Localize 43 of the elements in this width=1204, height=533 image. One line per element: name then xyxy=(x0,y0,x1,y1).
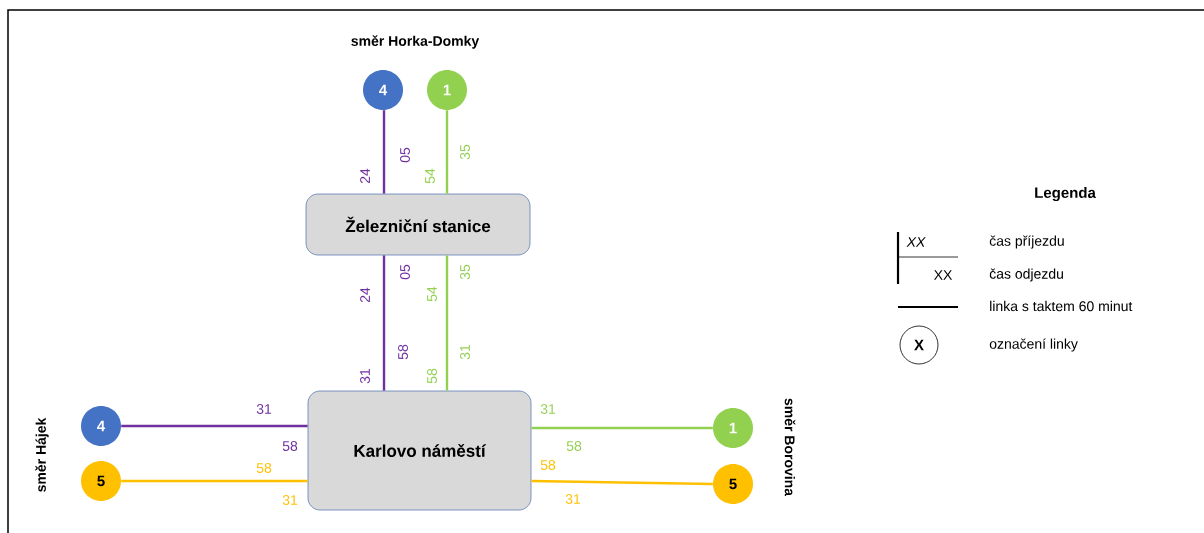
time-label: 24 xyxy=(360,287,370,303)
line-badge: 5 xyxy=(81,461,121,501)
station-box: Železniční stanice xyxy=(305,193,531,256)
line xyxy=(531,426,713,430)
time-label: 35 xyxy=(460,144,470,160)
line-badge: 4 xyxy=(81,406,121,446)
time-label: 31 xyxy=(256,404,272,414)
badge-sample: X xyxy=(899,325,939,365)
time-label: 58 xyxy=(398,344,408,360)
time-label: 31 xyxy=(565,494,581,504)
line xyxy=(531,479,713,486)
time-label: 54 xyxy=(425,168,435,184)
time-label: 58 xyxy=(256,463,272,473)
line-badge: 4 xyxy=(363,70,403,110)
time-label: 54 xyxy=(427,286,437,302)
legend-text: čas odjezdu xyxy=(989,268,1063,282)
direction-label: směr Horka-Domky xyxy=(351,35,480,49)
sample-text: XX xyxy=(906,237,926,247)
line xyxy=(121,479,308,483)
line-badge: 1 xyxy=(713,408,753,448)
line xyxy=(382,255,386,391)
time-label: 58 xyxy=(540,460,556,470)
line xyxy=(121,424,308,428)
direction-label: směr Borovina xyxy=(784,398,796,497)
line xyxy=(445,255,449,391)
line-badge: 5 xyxy=(713,464,753,504)
time-label: 35 xyxy=(460,264,470,280)
direction-label: směr Hájek xyxy=(35,417,49,492)
time-label: 05 xyxy=(400,147,410,163)
line xyxy=(382,110,386,194)
line-badge: 1 xyxy=(427,70,467,110)
time-label: 58 xyxy=(427,368,437,384)
legend-text: označení linky xyxy=(989,338,1078,352)
sample-text: XX xyxy=(934,270,953,280)
legend-text: linka s taktem 60 minut xyxy=(990,300,1133,312)
time-label: 31 xyxy=(540,404,556,414)
legend-title: Legenda xyxy=(1035,187,1096,202)
time-label: 58 xyxy=(566,441,582,451)
line xyxy=(445,110,449,194)
legend-text: čas příjezdu xyxy=(989,235,1064,249)
station-box: Karlovo náměstí xyxy=(307,390,532,511)
time-label: 31 xyxy=(460,344,470,360)
time-label: 31 xyxy=(282,495,298,505)
